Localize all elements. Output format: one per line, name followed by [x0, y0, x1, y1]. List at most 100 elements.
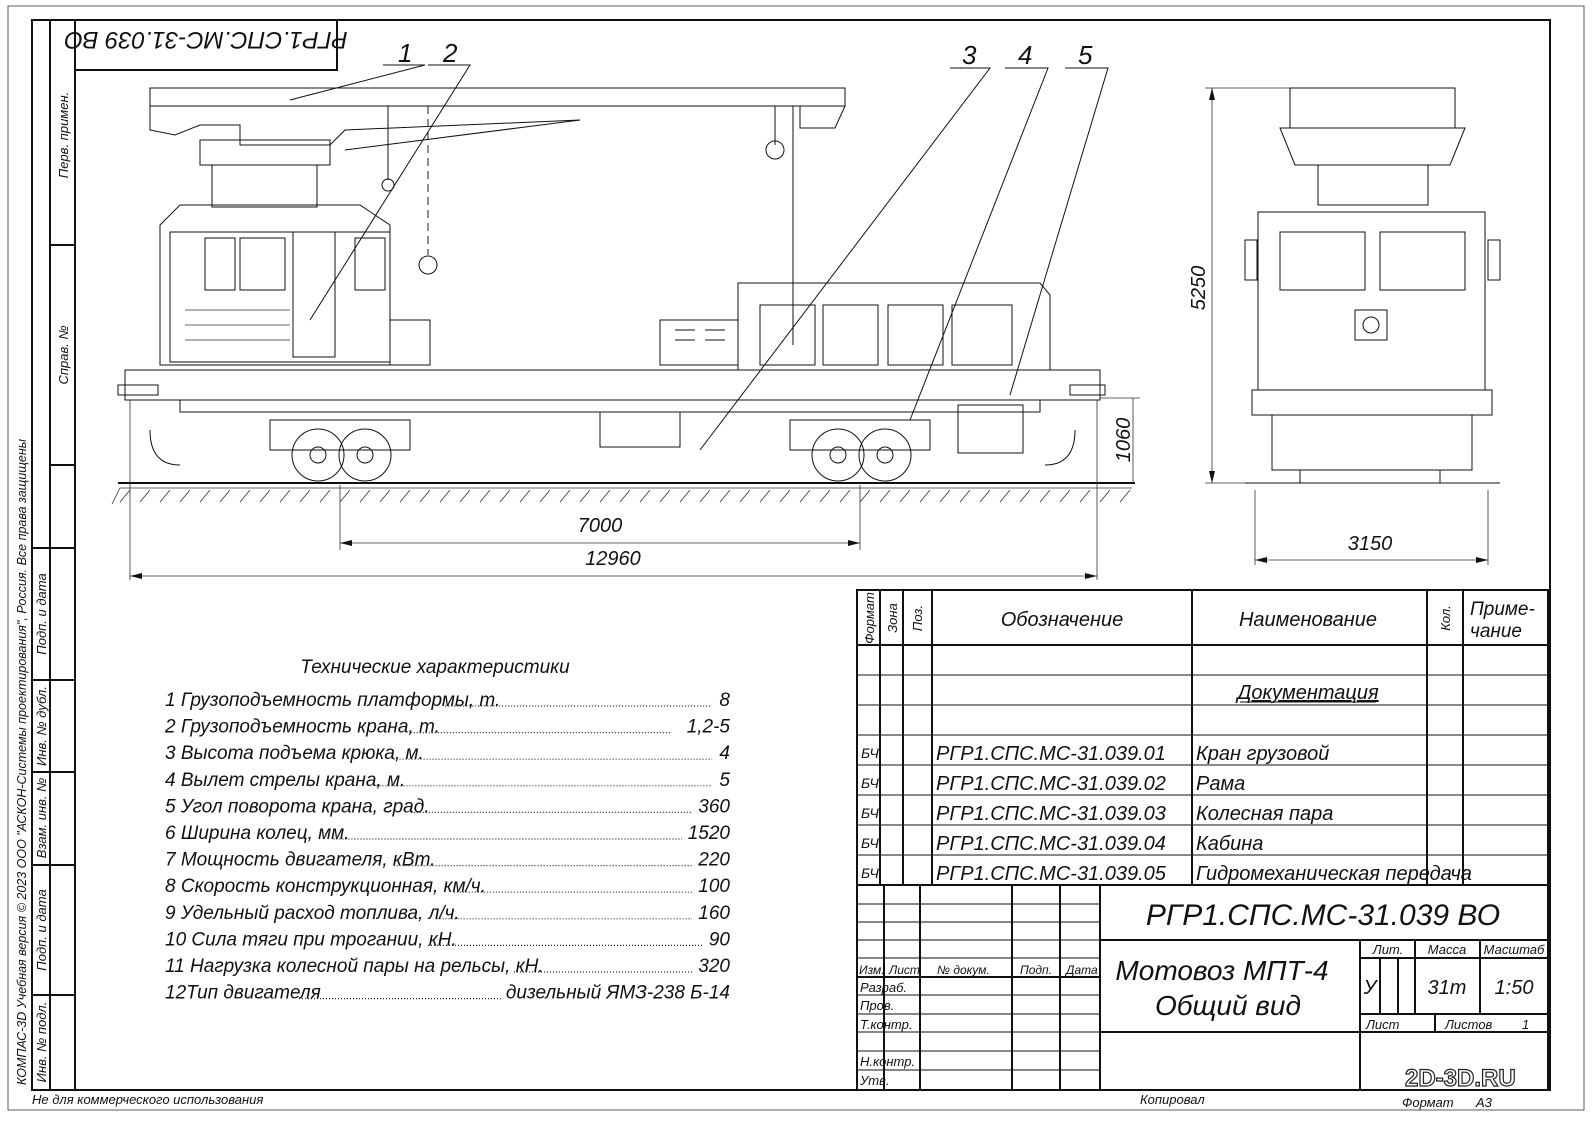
locomotive-side-view: [111, 87, 1135, 505]
col-pos: Поз.: [910, 605, 925, 631]
tech-item-name: 9 Удельный расход топлива, л/ч.: [165, 903, 460, 924]
strip-label: Справ. №: [56, 325, 71, 384]
callout-label: 5: [1078, 40, 1093, 70]
role-label: Т.контр.: [860, 1017, 912, 1032]
mass-label: Масса: [1428, 942, 1466, 957]
dim-total-height: 5250: [1188, 266, 1210, 311]
col-qty: Кол.: [1438, 605, 1453, 631]
role-label: Н.контр.: [860, 1054, 915, 1069]
lit-value: У: [1363, 977, 1379, 999]
row-name: Гидромеханическая передача: [1196, 863, 1472, 885]
locomotive-front-view: [1244, 87, 1501, 484]
col-list: Лист: [888, 963, 920, 977]
scale-value: 1:50: [1495, 977, 1534, 999]
scale-label: Масштаб: [1484, 942, 1545, 957]
tech-item-value: 160: [698, 903, 730, 924]
col-format: Формат: [862, 592, 877, 644]
callouts: 1 2 3 4 5: [289, 38, 1109, 451]
sheets-label: Листов: [1444, 1017, 1493, 1032]
svg-text:РГР1.СПС.МС-31.039 ВО: РГР1.СПС.МС-31.039 ВО: [64, 26, 347, 53]
strip-label: Инв. № дубл.: [34, 686, 49, 766]
role-label: Утв.: [859, 1073, 890, 1088]
sheet-label: Лист: [1365, 1017, 1400, 1032]
tech-item-name: 6 Ширина колец, мм.: [165, 823, 350, 844]
callout-label: 2: [442, 38, 458, 68]
dim-width: 3150: [1348, 533, 1393, 555]
tech-item-value: 320: [698, 956, 730, 977]
col-note: чание: [1470, 621, 1522, 642]
strip-label: Перв. примен.: [56, 92, 71, 178]
row-designation: РГР1.СПС.МС-31.039.02: [936, 773, 1166, 795]
document-name: Мотовоз МПТ-4: [1115, 955, 1328, 986]
row-format: БЧ: [861, 865, 879, 881]
strip-label: Подп. и дата: [34, 573, 49, 654]
document-designation: РГР1.СПС.МС-31.039 ВО: [1146, 899, 1500, 932]
col-date: Дата: [1064, 963, 1098, 977]
tech-item-name: 8 Скорость конструкционная, км/ч.: [165, 876, 486, 897]
dim-length: 12960: [585, 548, 641, 570]
copied-label: Копировал: [1140, 1092, 1205, 1107]
row-name: Рама: [1196, 773, 1245, 795]
tech-title: Технические характеристики: [300, 657, 570, 678]
format-value: А3: [1475, 1095, 1493, 1110]
side-strip: Перв. примен. Справ. № Подп. и дата Инв.…: [15, 19, 76, 1091]
watermark-logo: 2D-3D.RU: [1405, 1065, 1516, 1092]
lit-label: Лит.: [1372, 942, 1403, 957]
tech-item-name: 1 Грузоподъемность платформы, т.: [165, 690, 500, 711]
section-title: Документация: [1235, 682, 1379, 704]
callout-label: 1: [398, 38, 412, 68]
tech-item-value: 1520: [688, 823, 731, 844]
tech-item-name: 3 Высота подъема крюка, м.: [165, 743, 424, 764]
sheet-border: [7, 5, 1585, 1111]
strip-label: Взам. инв. №: [34, 778, 49, 858]
tech-item-value: 4: [719, 743, 730, 764]
row-designation: РГР1.СПС.МС-31.039.03: [936, 803, 1166, 825]
row-name: Кабина: [1196, 833, 1263, 855]
format-label: Формат: [1402, 1095, 1454, 1110]
col-zone: Зона: [885, 603, 900, 633]
tech-item-value: 5: [719, 770, 730, 791]
row-name: Колесная пара: [1196, 803, 1333, 825]
row-format: БЧ: [861, 835, 879, 851]
tech-item-name: 12Тип двигателя: [165, 983, 321, 1004]
col-designation: Обозначение: [1001, 609, 1124, 631]
role-label: Пров.: [860, 998, 894, 1013]
dim-wheelbase: 7000: [578, 515, 623, 537]
col-doc: № докум.: [937, 963, 990, 977]
col-name: Наименование: [1239, 609, 1377, 631]
callout-label: 4: [1018, 40, 1032, 70]
tech-item-value: дизельный ЯМЗ-238 Б-14: [506, 983, 730, 1004]
document-subtitle: Общий вид: [1155, 990, 1301, 1021]
strip-label: Инв. № подл.: [34, 1002, 49, 1083]
callout-label: 3: [962, 40, 977, 70]
row-format: БЧ: [861, 745, 879, 761]
row-designation: РГР1.СПС.МС-31.039.04: [936, 833, 1166, 855]
tech-item-value: 220: [697, 850, 730, 871]
tech-item-name: 7 Мощность двигателя, кВт.: [165, 850, 435, 871]
col-izm: Изм.: [859, 963, 885, 977]
row-designation: РГР1.СПС.МС-31.039.01: [936, 743, 1166, 765]
row-designation: РГР1.СПС.МС-31.039.05: [936, 863, 1167, 885]
tech-item-value: 8: [719, 690, 730, 711]
tech-item-name: 10 Сила тяги при трогании, кН.: [165, 929, 457, 950]
copyright-text: КОМПАС-3D Учебная версия © 2023 ООО "АСК…: [15, 439, 29, 1085]
tech-item-value: 90: [709, 929, 731, 950]
mass-value: 31т: [1428, 977, 1467, 999]
noncommercial-note: Не для коммерческого использования: [32, 1092, 263, 1107]
tech-item-name: 11 Нагрузка колесной пары на рельсы, кН.: [165, 956, 544, 977]
top-stamp: РГР1.СПС.МС-31.039 ВО: [64, 19, 348, 71]
role-label: Разраб.: [860, 980, 907, 995]
dim-frame-height: 1060: [1113, 418, 1135, 463]
title-block: РГР1.СПС.МС-31.039 ВО Мотовоз МПТ-4 Общи…: [857, 885, 1548, 1090]
strip-label: Подп. и дата: [34, 889, 49, 970]
col-podp: Подп.: [1020, 963, 1052, 977]
tech-item-name: 2 Грузоподъемность крана, т.: [164, 717, 440, 738]
row-name: Кран грузовой: [1196, 743, 1329, 765]
tech-characteristics: Технические характеристики 1 Грузоподъем…: [164, 657, 730, 1004]
tech-item-value: 360: [698, 796, 730, 817]
spec-table: Формат Зона Поз. Обозначение Наименовани…: [856, 589, 1549, 1091]
tech-item-name: 4 Вылет стрелы крана, м.: [165, 770, 405, 791]
dimensions: 7000 12960 1060 5250 3150: [129, 87, 1489, 580]
row-format: БЧ: [861, 775, 879, 791]
